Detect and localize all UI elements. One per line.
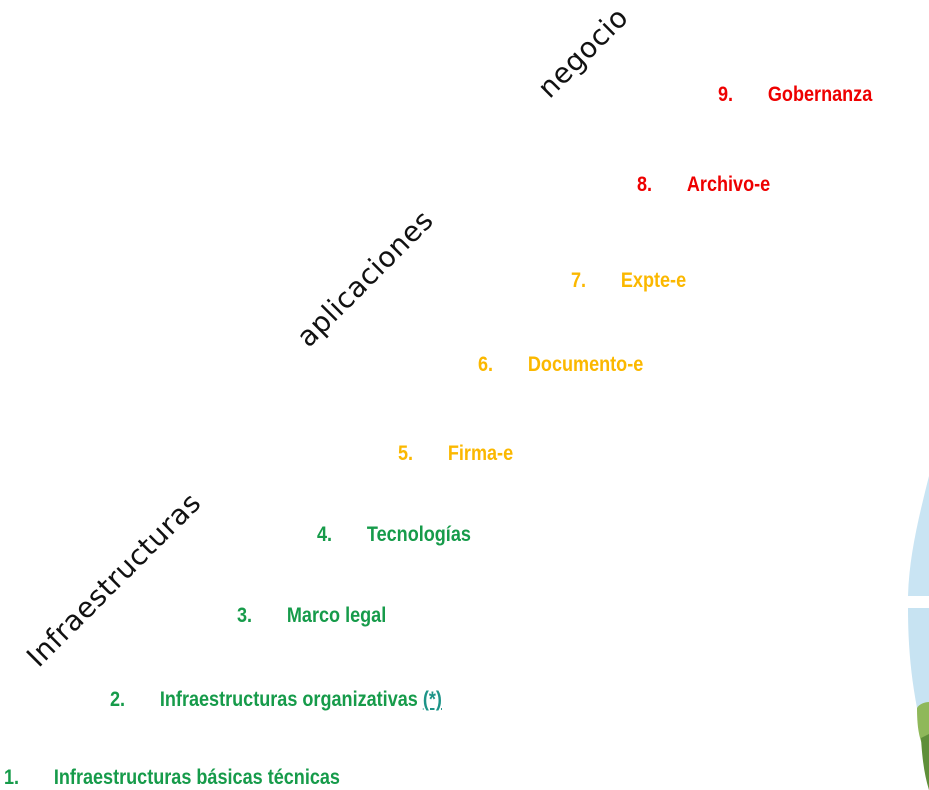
step-label: Documento-e — [527, 353, 644, 376]
step-number: 4. — [317, 523, 333, 546]
footnote-link[interactable]: (*) — [422, 688, 442, 711]
step-5: 5. Firma-e — [398, 443, 513, 464]
step-6: 6. Documento-e — [478, 354, 643, 375]
layer-label-aplicaciones: aplicaciones — [290, 203, 440, 354]
step-label: Archivo-e — [686, 173, 771, 196]
layer-label-infraestructuras: Infraestructuras — [20, 486, 208, 674]
step-label: Infraestructuras organizativas — [159, 688, 418, 711]
step-7: 7. Expte-e — [571, 270, 686, 291]
step-number: 3. — [237, 604, 253, 627]
step-number: 6. — [478, 353, 494, 376]
step-label: Marco legal — [286, 604, 387, 627]
landscape-illustration — [908, 476, 929, 790]
step-number: 7. — [571, 269, 587, 292]
step-number: 8. — [637, 173, 653, 196]
step-label: Infraestructuras básicas técnicas — [53, 766, 340, 789]
step-2: 2. Infraestructuras organizativas (*) — [110, 689, 442, 710]
step-label: Tecnologías — [366, 523, 471, 546]
step-number: 5. — [398, 442, 414, 465]
step-number: 9. — [718, 83, 734, 106]
step-4: 4. Tecnologías — [317, 524, 471, 545]
step-8: 8. Archivo-e — [637, 174, 770, 195]
layer-label-negocio: negocio — [531, 0, 635, 105]
step-label: Firma-e — [447, 442, 514, 465]
step-number: 2. — [110, 688, 126, 711]
step-3: 3. Marco legal — [237, 605, 386, 626]
step-number: 1. — [4, 766, 20, 789]
step-1: 1. Infraestructuras básicas técnicas — [4, 767, 340, 788]
step-label: Expte-e — [620, 269, 687, 292]
step-9: 9. Gobernanza — [718, 84, 872, 105]
step-label: Gobernanza — [767, 83, 873, 106]
